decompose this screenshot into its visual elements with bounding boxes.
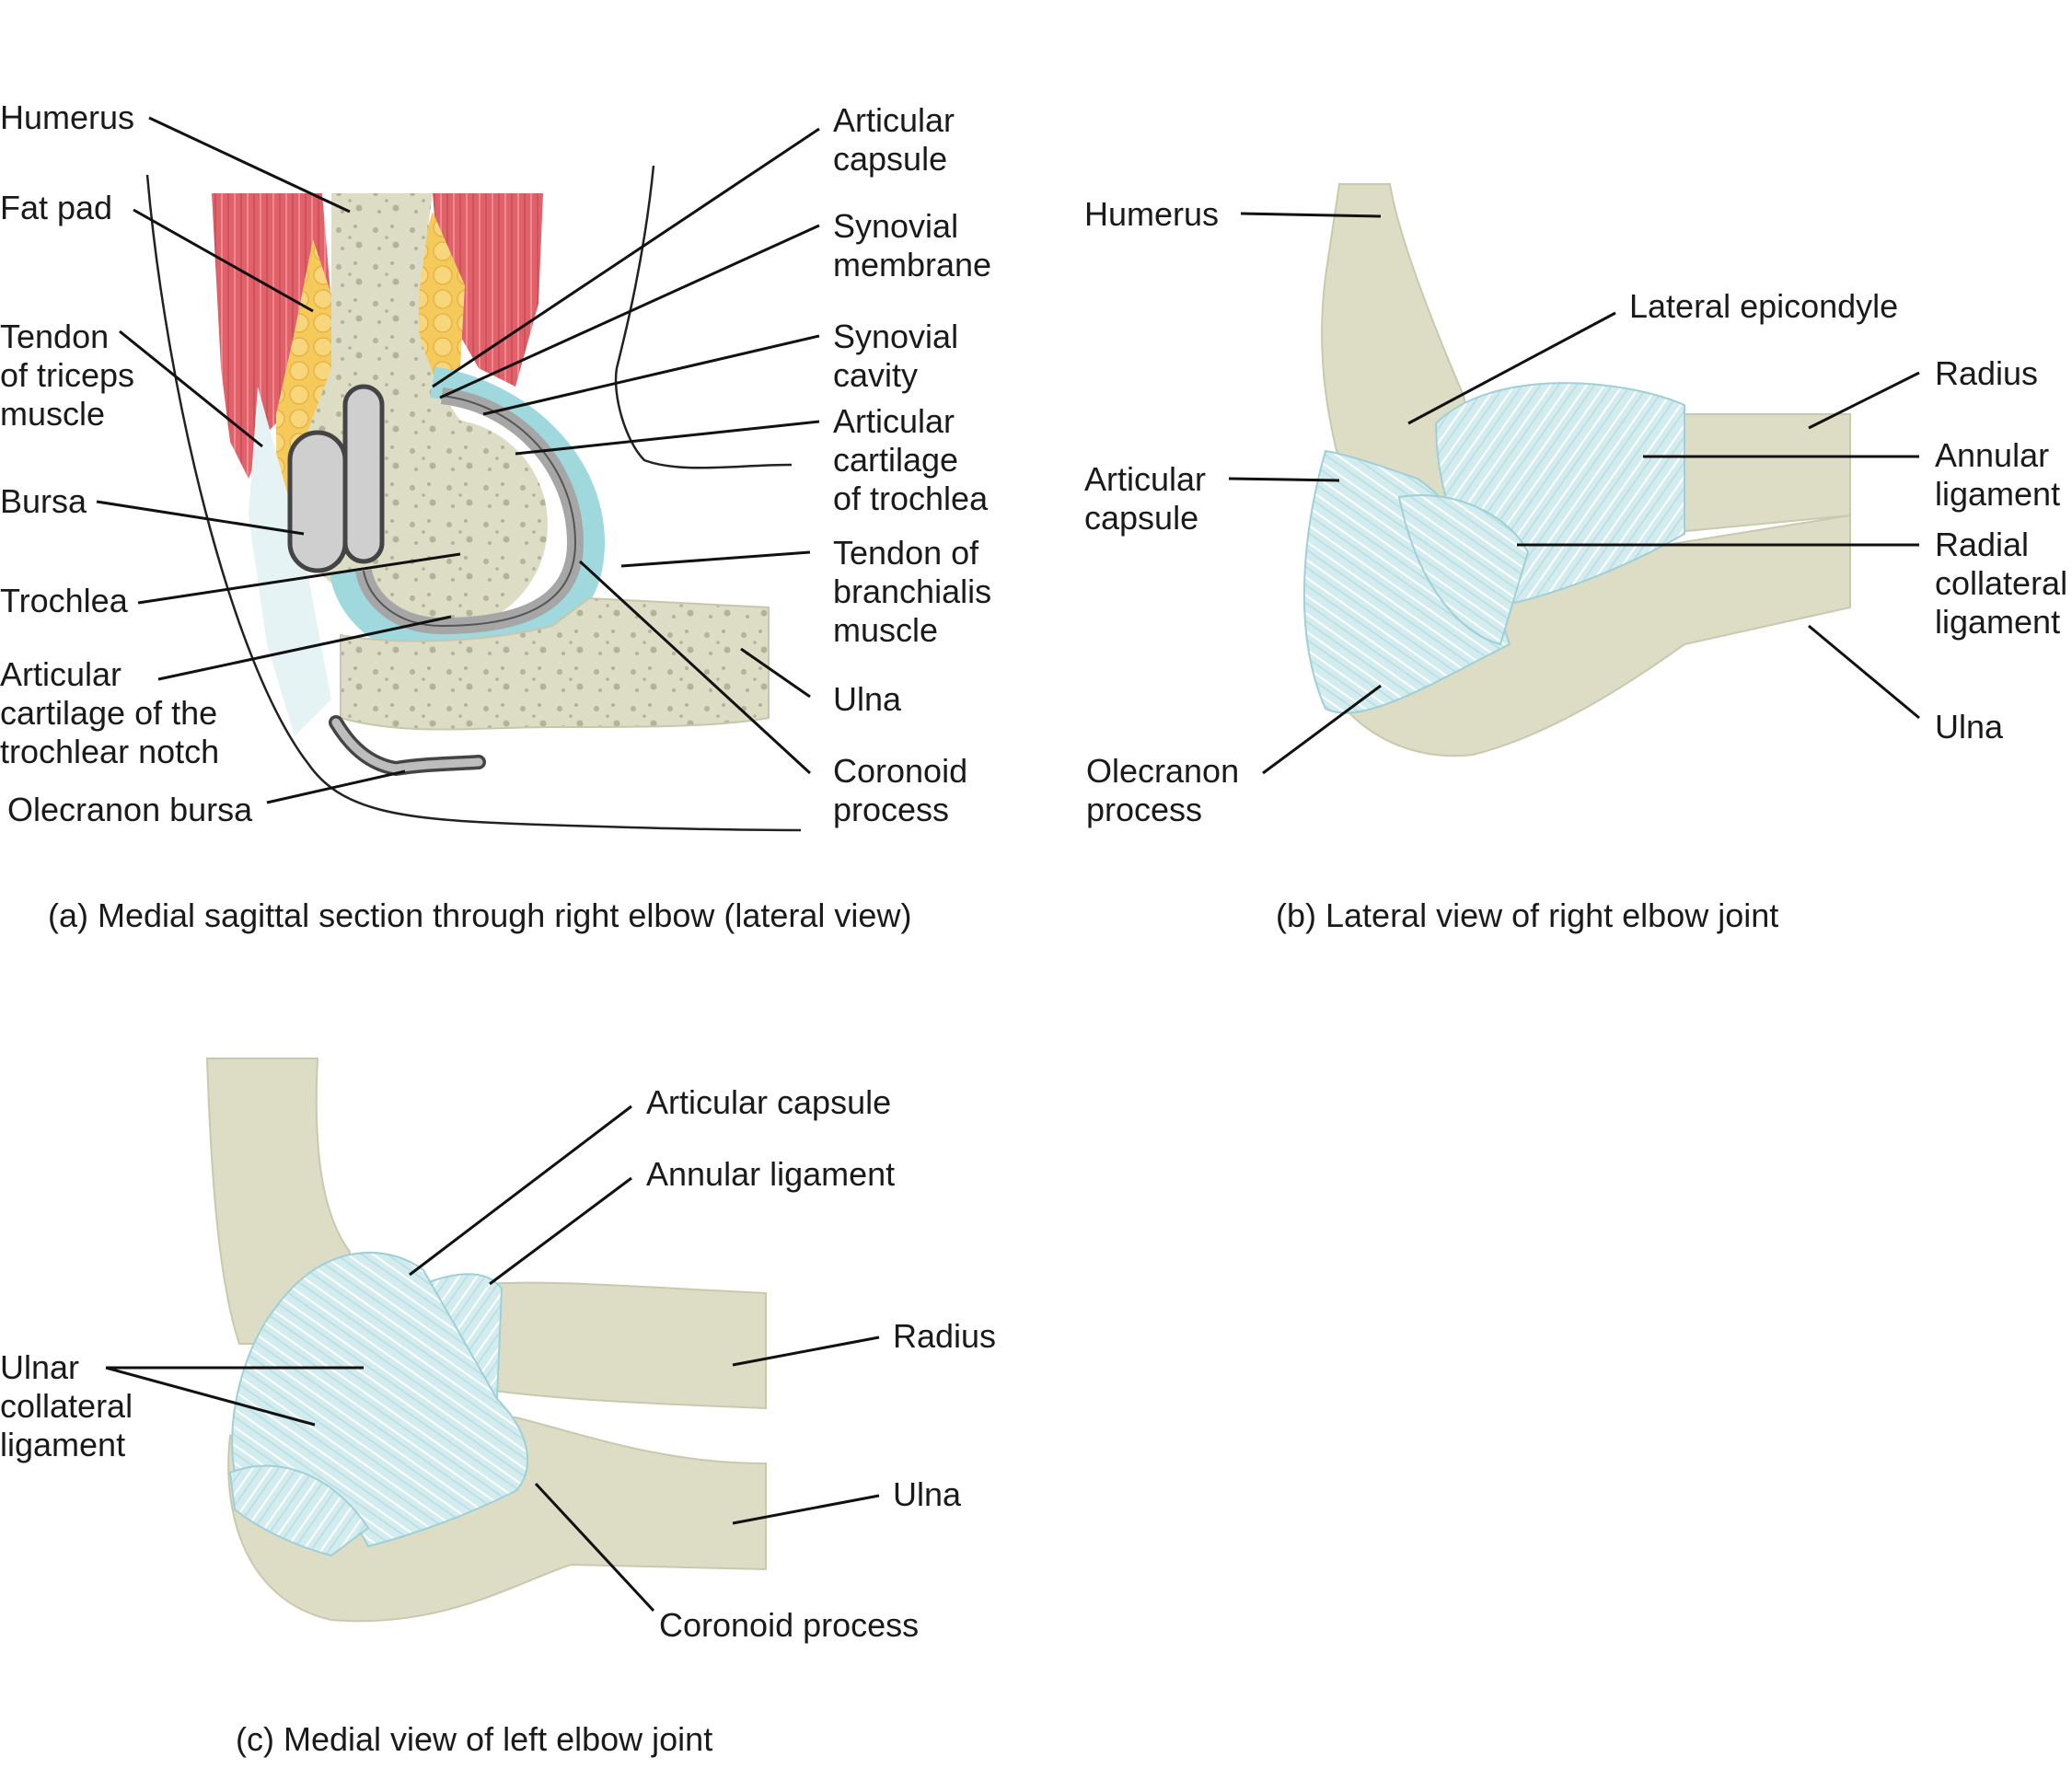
label-radius-b: Radius — [1935, 354, 2038, 392]
label-tendon-brachialis-2: branchialis — [833, 572, 991, 610]
label-artic-cart-trochlea-2: cartilage — [833, 441, 958, 479]
label-synovial-membrane-1: Synovial — [833, 207, 958, 245]
bursa-shape-2 — [342, 384, 385, 564]
label-annular-ligament-b-1: Annular — [1935, 436, 2049, 474]
label-olecranon-1: Olecranon — [1086, 752, 1239, 790]
label-tendon-triceps-1: Tendon — [0, 318, 109, 355]
label-radial-collateral-1: Radial — [1935, 526, 2029, 563]
panel-a-illustration — [145, 165, 802, 832]
label-artic-cart-notch-3: trochlear notch — [0, 733, 219, 770]
label-articular-capsule-1: Articular — [833, 101, 955, 139]
panel-c-leaders — [105, 1104, 880, 1613]
triceps-muscle — [212, 193, 331, 479]
label-ulna-a: Ulna — [833, 680, 902, 718]
label-coronoid-c: Coronoid process — [659, 1606, 919, 1644]
radius-b — [1655, 413, 1851, 536]
trochlea-cartilage-edge — [363, 395, 577, 628]
label-lateral-epicondyle: Lateral epicondyle — [1629, 287, 1898, 325]
label-ulnar-collateral-1: Ulnar — [0, 1348, 79, 1386]
label-bursa: Bursa — [0, 482, 87, 520]
label-tendon-triceps-2: of triceps — [0, 356, 134, 394]
label-articular-capsule-c: Articular capsule — [646, 1083, 891, 1121]
skin-outline-anterior — [614, 165, 793, 469]
label-synovial-cavity-2: cavity — [833, 356, 918, 394]
caption-panel-c: (c) Medial view of left elbow joint — [236, 1720, 712, 1758]
caption-panel-a: (a) Medial sagittal section through righ… — [48, 896, 911, 934]
label-articular-capsule-b-2: capsule — [1084, 499, 1198, 537]
label-radial-collateral-3: ligament — [1935, 603, 2060, 641]
bursa-shape — [287, 430, 348, 573]
caption-panel-b: (b) Lateral view of right elbow joint — [1276, 896, 1778, 934]
label-humerus: Humerus — [0, 98, 134, 136]
triceps-tendon — [249, 387, 331, 736]
panel-c-labels: Articular capsule Annular ligament Ulnar… — [0, 1083, 996, 1758]
articular-capsule-b — [1302, 449, 1511, 714]
radial-collateral-b — [1397, 494, 1530, 646]
label-tendon-triceps-3: muscle — [0, 395, 105, 433]
panel-b-labels: Humerus Lateral epicondyle Radius Annula… — [1084, 195, 2067, 934]
label-ulna-b: Ulna — [1935, 708, 2004, 746]
label-articular-capsule-2: capsule — [833, 140, 947, 178]
label-synovial-cavity-1: Synovial — [833, 318, 958, 355]
label-artic-cart-trochlea-3: of trochlea — [833, 480, 989, 517]
panel-a-labels: Humerus Fat pad Tendon of triceps muscle… — [0, 98, 991, 934]
label-artic-cart-trochlea-1: Articular — [833, 402, 955, 440]
trochlea-bone — [336, 419, 548, 630]
label-tendon-brachialis-1: Tendon of — [833, 534, 979, 572]
label-annular-ligament-b-2: ligament — [1935, 475, 2060, 513]
label-ulna-c: Ulna — [893, 1475, 962, 1513]
ulna-bone-section — [340, 596, 770, 731]
label-coronoid-a-1: Coronoid — [833, 752, 967, 790]
panel-c-illustration — [205, 1058, 767, 1623]
panel-a-leaders — [96, 116, 820, 804]
radius-c — [487, 1281, 767, 1410]
label-articular-capsule-b-1: Articular — [1084, 460, 1206, 498]
ulnar-collateral-c — [231, 1251, 529, 1548]
label-fat-pad: Fat pad — [0, 189, 112, 226]
label-ulnar-collateral-3: ligament — [0, 1426, 125, 1463]
label-ulnar-collateral-2: collateral — [0, 1387, 133, 1425]
label-artic-cart-notch-2: cartilage of the — [0, 694, 217, 732]
panel-b-leaders — [1228, 212, 1920, 775]
panel-b-illustration — [1302, 183, 1851, 757]
anterior-muscle — [433, 193, 543, 387]
label-radius-c: Radius — [893, 1317, 996, 1355]
label-artic-cart-notch-1: Articular — [0, 655, 122, 693]
label-coronoid-a-2: process — [833, 791, 949, 828]
olecranon-bursa-fill — [331, 718, 483, 773]
label-synovial-membrane-2: membrane — [833, 246, 991, 283]
label-olecranon-2: process — [1086, 791, 1202, 828]
label-trochlea: Trochlea — [0, 582, 129, 619]
label-annular-ligament-c: Annular ligament — [646, 1155, 895, 1193]
label-humerus-b: Humerus — [1084, 195, 1219, 233]
label-tendon-brachialis-3: muscle — [833, 611, 938, 649]
skin-outline-posterior — [145, 174, 802, 832]
label-olecranon-bursa: Olecranon bursa — [7, 791, 253, 828]
label-radial-collateral-2: collateral — [1935, 564, 2067, 602]
ulnar-collateral-c-band — [228, 1464, 370, 1557]
